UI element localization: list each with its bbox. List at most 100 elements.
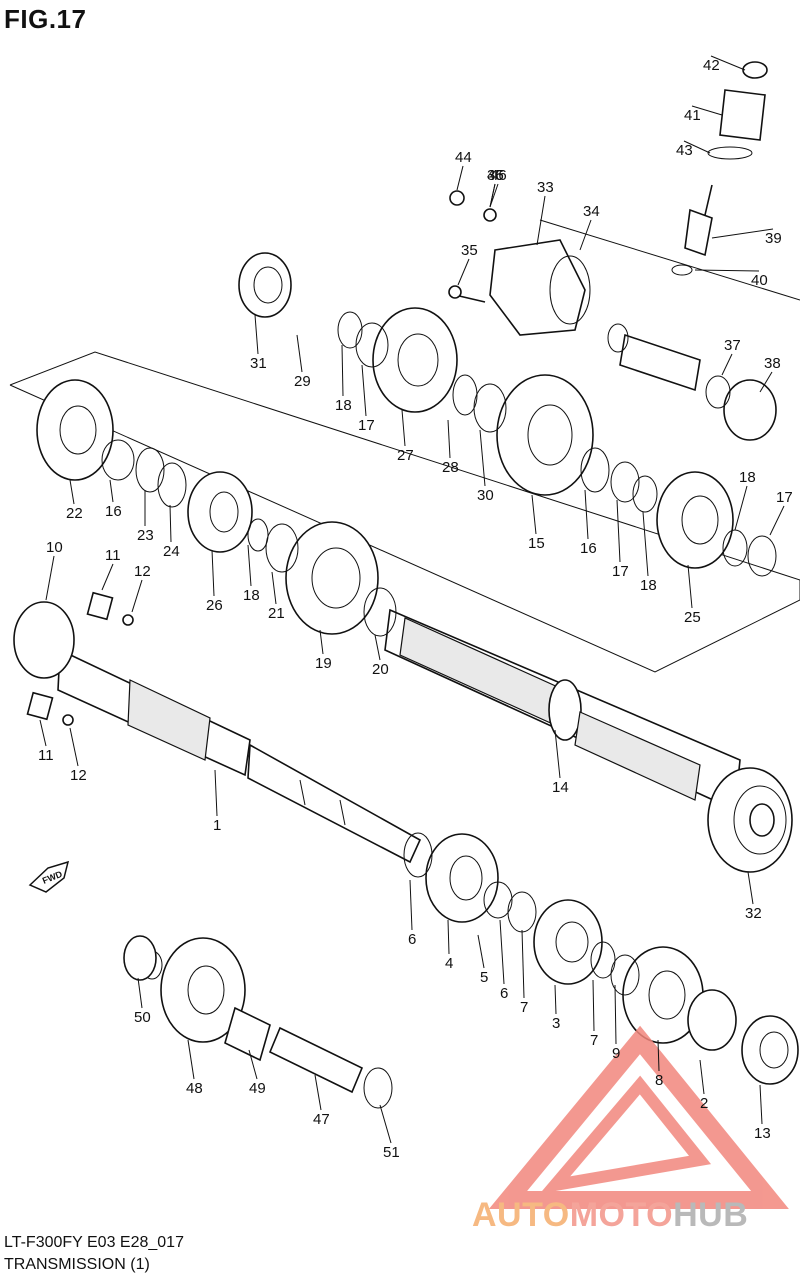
callout-leader-32 [747, 871, 754, 905]
callout-label-43: 43 [676, 142, 693, 159]
callout-leader-46 [489, 183, 499, 208]
callout-leader-13 [759, 1084, 763, 1125]
callout-label-2: 2 [700, 1095, 708, 1112]
callout-label-27: 27 [397, 447, 414, 464]
callout-label-13: 13 [754, 1125, 771, 1142]
callout-leader-31 [254, 314, 259, 355]
output-group [448, 61, 777, 441]
callout-leader-26 [211, 549, 215, 597]
callout-leader-27 [401, 409, 406, 447]
callout-label-11: 11 [105, 547, 121, 564]
watermark-part-moto: MOTO [569, 1196, 674, 1234]
callout-label-46: 46 [490, 167, 507, 184]
callout-label-47: 47 [313, 1111, 330, 1128]
callout-leader-39 [711, 228, 774, 239]
callout-leader-43 [683, 140, 711, 154]
callout-leader-16 [109, 479, 114, 503]
gear-3 [533, 899, 603, 985]
callout-leader-25 [687, 564, 693, 609]
bearing-31 [238, 252, 292, 318]
washers [101, 311, 777, 1109]
gear-22 [36, 379, 114, 481]
callout-label-24: 24 [163, 543, 180, 560]
bearing-32 [707, 767, 793, 873]
callout-leader-42 [710, 55, 746, 71]
callout-label-6: 6 [408, 931, 416, 948]
callout-label-11: 11 [38, 747, 54, 764]
watermark-logo [488, 1025, 789, 1209]
callout-label-22: 22 [66, 505, 83, 522]
callout-leader-18 [734, 485, 748, 531]
fwd-arrow-icon: FWD [28, 860, 70, 893]
callout-leader-8 [657, 1039, 660, 1072]
gear-27 [372, 307, 458, 413]
callout-label-3: 3 [552, 1015, 560, 1032]
callout-label-1: 1 [213, 817, 221, 834]
callout-leader-50 [137, 977, 143, 1009]
callout-leader-24 [169, 504, 172, 543]
gear-4 [425, 833, 499, 923]
callout-label-21: 21 [268, 605, 285, 622]
callout-leader-47 [314, 1074, 322, 1111]
callout-leader-7 [592, 979, 595, 1032]
spacers [123, 935, 364, 1094]
gear-15 [496, 374, 594, 496]
callout-leader-38 [759, 371, 773, 393]
callout-leader-6 [499, 919, 505, 985]
callout-label-49: 49 [249, 1080, 266, 1097]
callout-leader-17 [361, 364, 367, 417]
callout-label-40: 40 [751, 272, 768, 289]
countershaft-group-outline [9, 351, 800, 673]
callout-label-17: 17 [358, 417, 375, 434]
callout-leader-48 [187, 1039, 195, 1080]
callout-leader-34 [579, 219, 592, 251]
callout-leader-20 [374, 634, 381, 661]
countershaft [384, 608, 741, 812]
callout-leader-44 [456, 165, 464, 191]
callout-label-5: 5 [480, 969, 488, 986]
callout-label-16: 16 [580, 540, 597, 557]
output-group-outline [539, 219, 800, 301]
callout-leader-3 [554, 984, 557, 1015]
callout-label-7: 7 [520, 999, 528, 1016]
callout-leader-33 [536, 195, 546, 246]
callout-label-42: 42 [703, 57, 720, 74]
callout-leader-18 [642, 511, 649, 577]
callout-leader-17 [616, 499, 621, 563]
callout-leader-10 [45, 555, 55, 601]
callout-label-7: 7 [590, 1032, 598, 1049]
callout-leader-11 [39, 719, 47, 747]
watermark-part-hub: HUB [673, 1196, 749, 1234]
callout-leader-51 [379, 1104, 392, 1144]
callout-label-51: 51 [383, 1144, 400, 1161]
figure-title: FIG.17 [4, 4, 87, 34]
gear-26 [187, 471, 253, 553]
callout-label-28: 28 [442, 459, 459, 476]
gear-48 [160, 937, 246, 1043]
callout-label-12: 12 [134, 563, 151, 580]
callout-label-16: 16 [105, 503, 122, 520]
callout-leader-5 [477, 934, 485, 969]
callout-leader-17 [769, 505, 785, 536]
callout-leader-14 [554, 729, 561, 779]
callout-label-31: 31 [250, 355, 267, 372]
bearing-13 [741, 1015, 799, 1085]
gear-19 [285, 521, 379, 635]
callout-label-25: 25 [684, 609, 701, 626]
callout-leader-40 [694, 269, 760, 272]
callout-leader-7 [521, 929, 525, 999]
callout-leader-28 [447, 419, 451, 459]
callout-label-20: 20 [372, 661, 389, 678]
section-title: TRANSMISSION (1) [4, 1256, 150, 1273]
callout-label-30: 30 [477, 487, 494, 504]
callout-label-15: 15 [528, 535, 545, 552]
callout-leader-12 [69, 727, 79, 767]
callout-leader-15 [531, 494, 537, 535]
callout-leader-22 [69, 479, 75, 505]
callout-leader-1 [214, 769, 218, 817]
callout-leader-2 [699, 1059, 705, 1095]
callout-label-17: 17 [776, 489, 793, 506]
callout-label-23: 23 [137, 527, 154, 544]
